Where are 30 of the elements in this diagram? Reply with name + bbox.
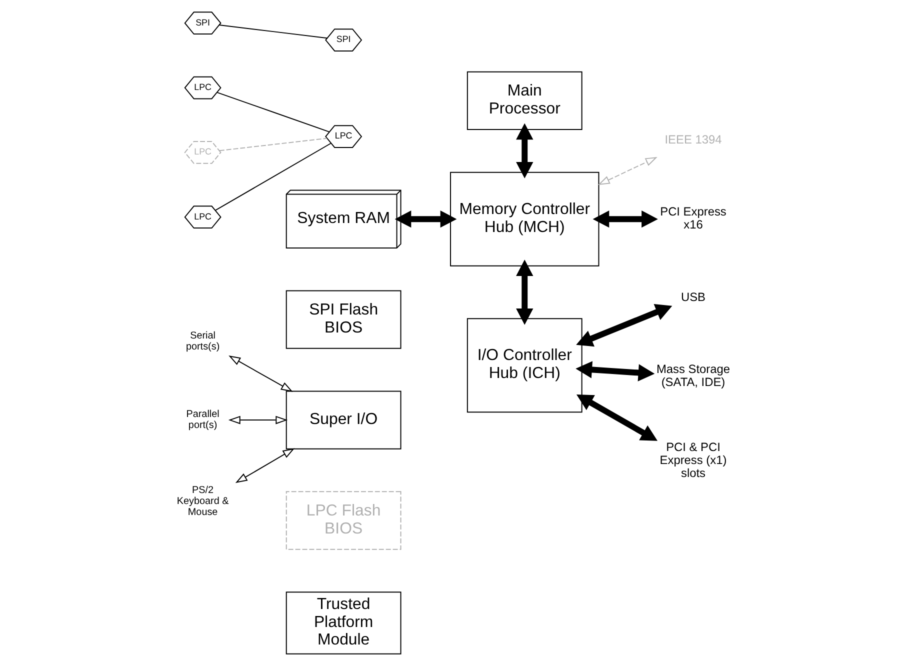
arrow: [598, 156, 658, 186]
arrow: [576, 361, 655, 382]
arrow: [592, 210, 658, 228]
node-text: IEEE 1394: [664, 132, 722, 147]
node-box: Trusted Platform Module: [286, 592, 402, 654]
node-text: Mass Storage (SATA, IDE): [656, 362, 730, 389]
arrow: [228, 356, 293, 392]
connector: [218, 24, 328, 39]
arrow: [394, 210, 457, 228]
node-box: I/O Controller Hub (ICH): [466, 318, 582, 413]
node-box: SPI Flash BIOS: [286, 290, 402, 349]
arrow: [235, 448, 295, 484]
arrow: [516, 123, 534, 178]
connector: [215, 142, 332, 211]
node-box: Super I/O: [286, 390, 402, 450]
arrow: [516, 260, 534, 325]
node-box: Main Processor: [466, 71, 582, 130]
node-text: USB: [680, 290, 706, 304]
node-text: Serial ports(s): [186, 330, 220, 352]
arrow: [228, 416, 288, 424]
node-text: Parallel port(s): [186, 409, 220, 432]
arrow: [576, 304, 672, 347]
node-text: PS/2 Keyboard & Mouse: [176, 485, 229, 518]
node-box: Memory Controller Hub (MCH): [450, 172, 600, 266]
node-text: PCI Express x16: [660, 204, 726, 232]
arrow: [576, 394, 658, 441]
node-text: PCI & PCI Express (x1) slots: [660, 440, 727, 480]
node-box: LPC Flash BIOS: [286, 491, 402, 550]
connector: [218, 138, 328, 152]
connector: [216, 92, 330, 132]
